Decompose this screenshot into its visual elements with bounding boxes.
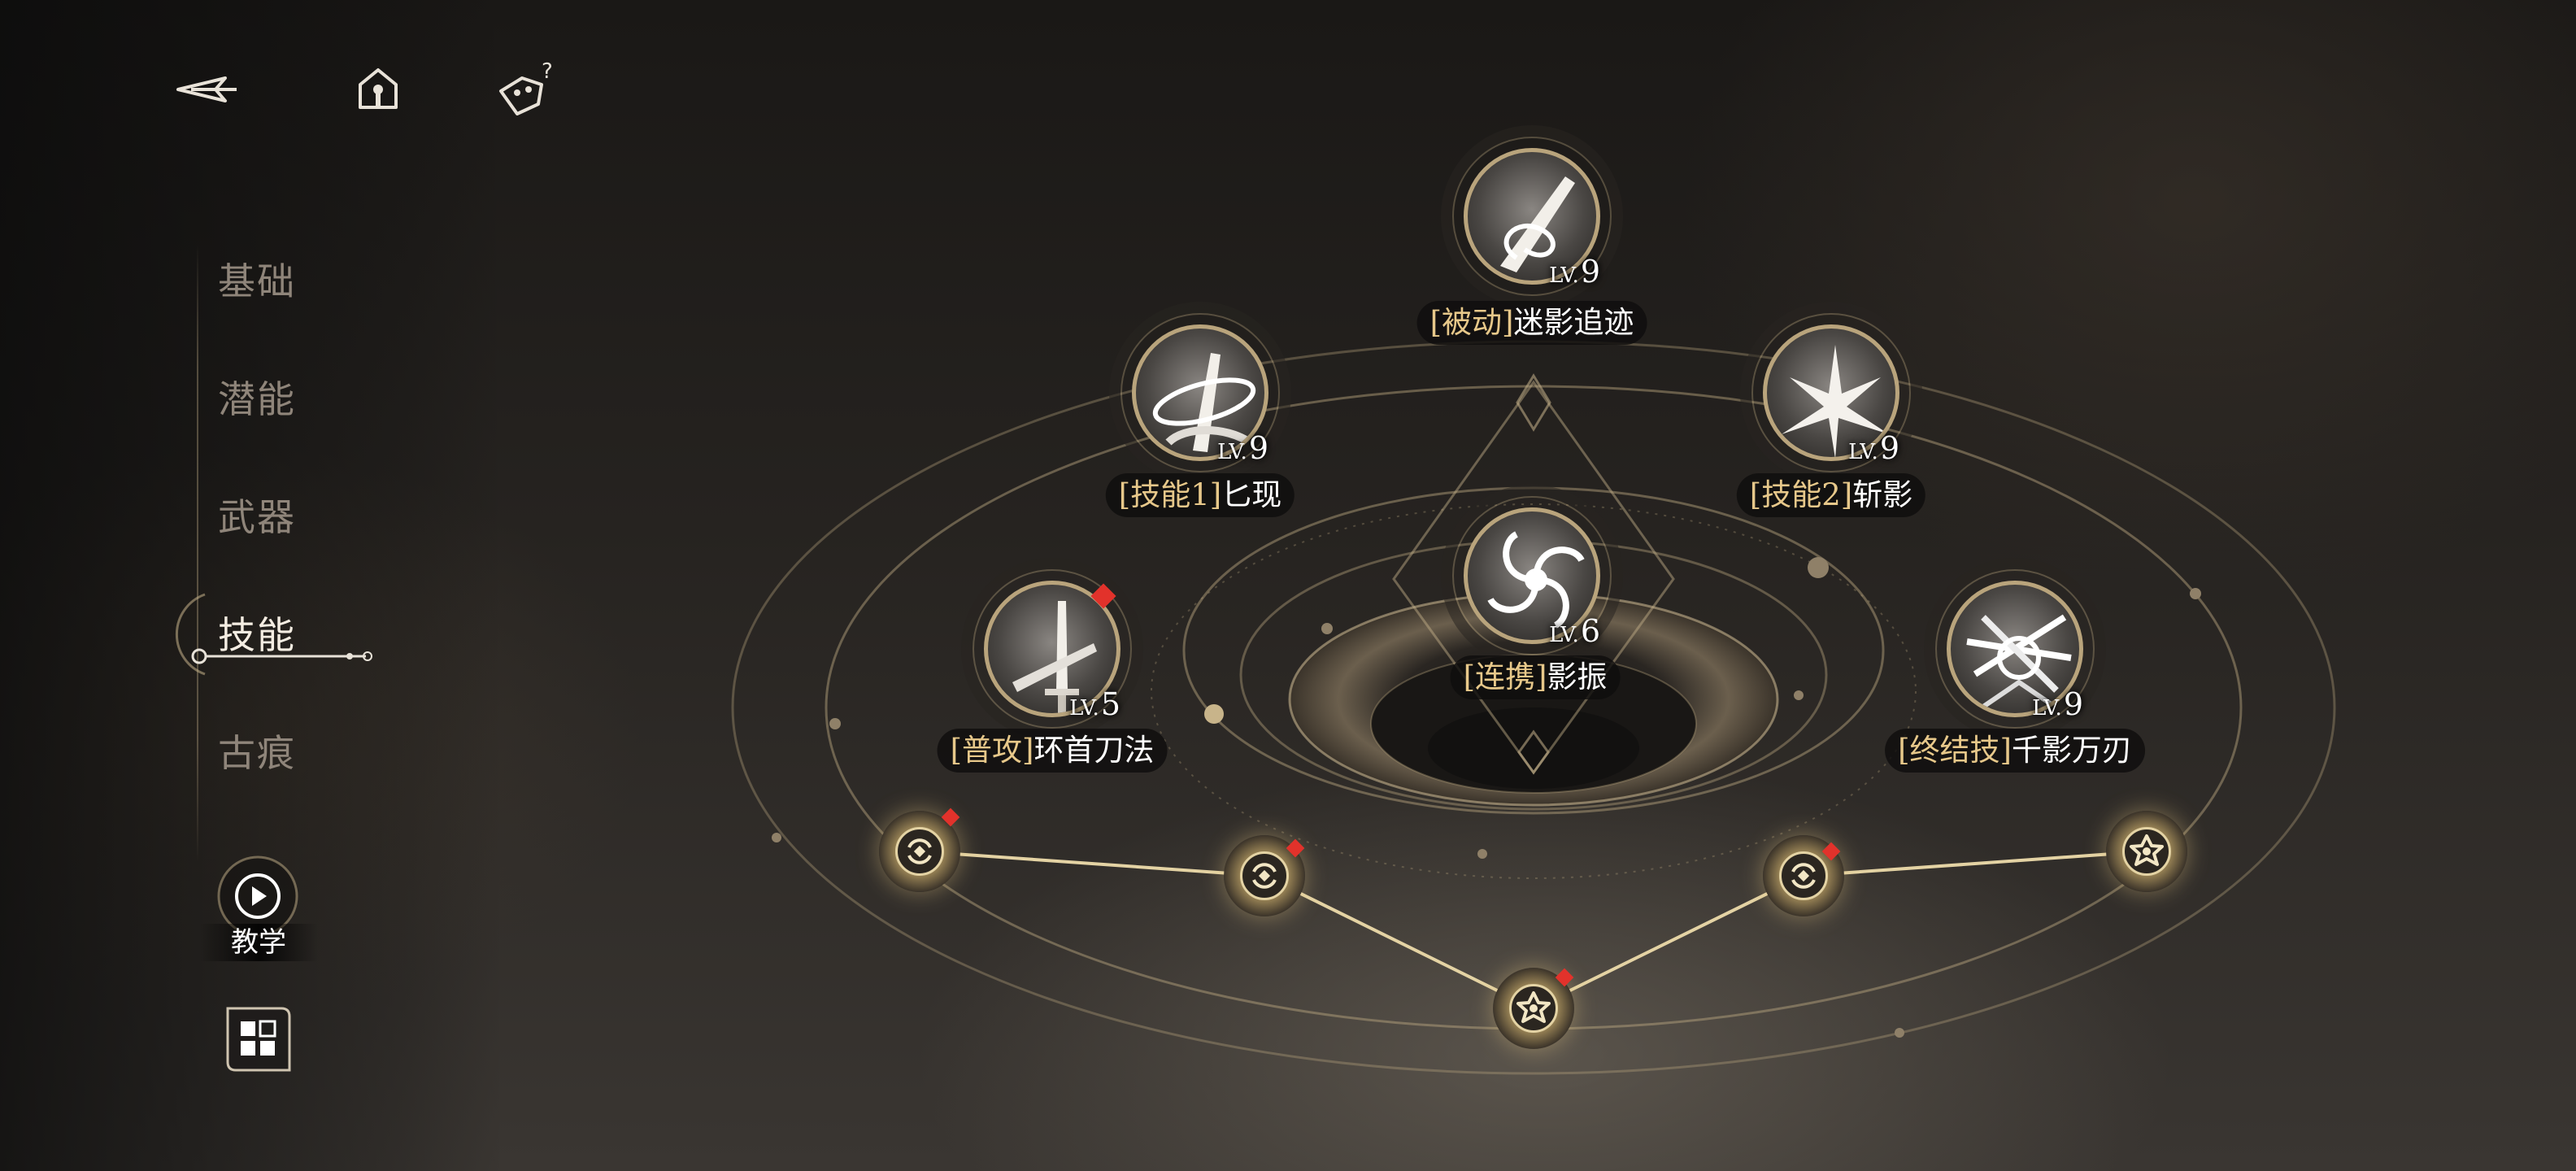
skill-passive[interactable]: LV.9 <box>1452 137 1612 296</box>
swap-node-icon <box>895 827 944 876</box>
skill-ring <box>973 569 1132 729</box>
skill-ring <box>1120 313 1280 472</box>
skill-basic-attack[interactable]: LV.5 <box>973 569 1132 729</box>
skill-ring <box>1751 313 1911 472</box>
skill-1[interactable]: LV.9 <box>1120 313 1280 472</box>
feather-sword-icon <box>1464 148 1600 285</box>
flower-node-icon <box>2122 827 2171 876</box>
skill-ring <box>1452 137 1612 296</box>
talent-node-3[interactable] <box>1493 968 1574 1049</box>
home-icon[interactable] <box>346 57 411 122</box>
nav-active-indicator <box>175 593 372 676</box>
skill-ultimate[interactable]: LV.9 <box>1935 569 2095 729</box>
skill-ring <box>1452 496 1612 655</box>
skill-link[interactable]: LV.6 <box>1452 496 1612 655</box>
skill-2[interactable]: LV.9 <box>1751 313 1911 472</box>
help-question-icon[interactable]: ? <box>494 57 559 122</box>
nav-item-ancient-marks[interactable]: 古痕 <box>218 731 296 775</box>
talent-node-4[interactable] <box>1763 835 1844 916</box>
skill-level: LV.5 <box>1069 686 1120 722</box>
nav-item-skills[interactable]: 技能 <box>218 613 296 657</box>
nav-item-basics[interactable]: 基础 <box>218 259 296 303</box>
back-arrow-icon[interactable] <box>175 57 240 122</box>
nav-item-potential[interactable]: 潜能 <box>218 377 296 421</box>
tutorial-label: 教学 <box>199 924 318 961</box>
talent-node-2[interactable] <box>1224 835 1305 916</box>
skill-level: LV.9 <box>1549 254 1600 289</box>
skill-label-skill-2: [技能2]斩影 <box>1736 473 1926 517</box>
skill-label-skill-1: [技能1]匕现 <box>1105 473 1295 517</box>
swap-node-icon <box>1240 851 1289 900</box>
left-panel-shade <box>0 0 504 1171</box>
flower-node-icon <box>1509 984 1558 1033</box>
nav-item-weapon[interactable]: 武器 <box>218 495 296 539</box>
tutorial-button[interactable] <box>213 855 302 945</box>
talent-node-1[interactable] <box>879 808 960 892</box>
dagger-swirl-icon <box>1132 324 1268 461</box>
skill-level: LV.9 <box>1848 430 1899 466</box>
vortex-icon <box>1464 507 1600 644</box>
burst-icon <box>1763 324 1899 461</box>
grid-menu-button[interactable] <box>221 1002 296 1077</box>
swap-node-icon <box>1779 851 1828 900</box>
skill-level: LV.6 <box>1549 613 1600 649</box>
skill-label-link: [连携]影振 <box>1450 655 1621 699</box>
skill-label-passive: [被动]迷影追迹 <box>1416 301 1647 345</box>
skill-ring <box>1935 569 2095 729</box>
play-icon <box>217 855 298 937</box>
skill-label-ultimate: [终结技]千影万刃 <box>1885 729 2145 773</box>
skill-level: LV.9 <box>1217 430 1268 466</box>
skill-label-basic-attack: [普攻]环首刀法 <box>937 729 1168 773</box>
svg-text:?: ? <box>542 59 553 84</box>
skill-level: LV.9 <box>2032 686 2083 722</box>
blades-storm-icon <box>1947 581 2083 717</box>
grid-menu-icon <box>226 1007 291 1072</box>
talent-node-5[interactable] <box>2106 811 2187 892</box>
nav-rail <box>197 244 198 862</box>
